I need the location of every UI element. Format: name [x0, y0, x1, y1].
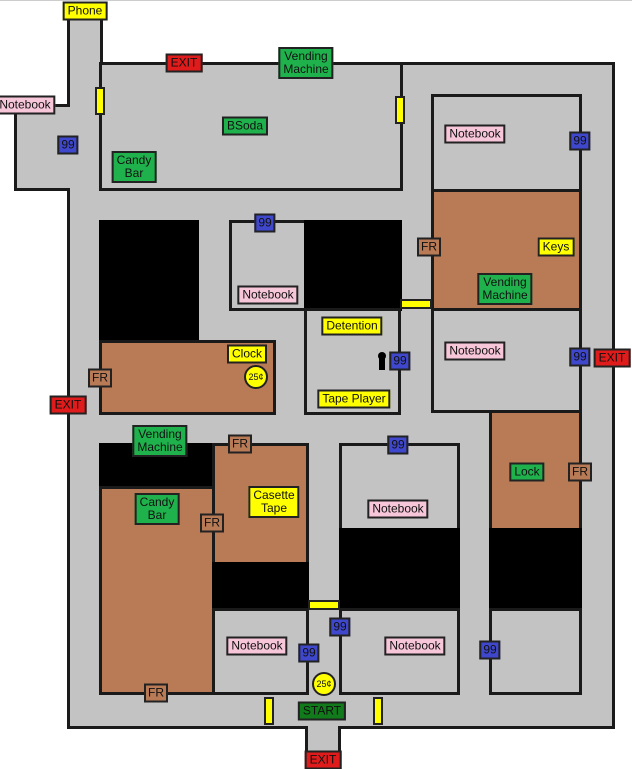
lock-99-label[interactable]: 99: [57, 135, 79, 155]
swing-door[interactable]: [95, 87, 105, 115]
vending-machine-label[interactable]: Vending Machine: [477, 273, 533, 305]
bottom-right-classroom: [489, 608, 582, 695]
notebook-label[interactable]: Notebook: [237, 285, 299, 305]
start-label[interactable]: START: [297, 701, 347, 721]
hallway-joint-top: [70, 41, 100, 81]
faculty-room-label[interactable]: FR: [568, 462, 592, 482]
right-middle-room: [431, 308, 582, 413]
faculty-room-label[interactable]: FR: [88, 368, 112, 388]
casette-tape-label[interactable]: Casette Tape: [248, 486, 300, 518]
exit-label[interactable]: EXIT: [593, 348, 631, 368]
notebook-label[interactable]: Notebook: [0, 95, 56, 115]
lock-99-label[interactable]: 99: [298, 643, 320, 663]
lock-99-label[interactable]: 99: [569, 131, 591, 151]
swing-door[interactable]: [400, 299, 432, 309]
notebook-label[interactable]: Notebook: [367, 499, 429, 519]
faculty-room-label[interactable]: FR: [200, 513, 224, 533]
tape-player-label[interactable]: Tape Player: [317, 389, 391, 409]
clock-label[interactable]: Clock: [226, 344, 268, 364]
notebook-label[interactable]: Notebook: [384, 636, 446, 656]
swing-door[interactable]: [395, 96, 405, 124]
notebook-label[interactable]: Notebook: [444, 341, 506, 361]
bsoda-label[interactable]: BSoda: [221, 116, 269, 136]
lock-99-label[interactable]: 99: [387, 435, 409, 455]
swing-door[interactable]: [264, 697, 274, 725]
vending-machine-label[interactable]: Vending Machine: [132, 425, 188, 457]
exit-label[interactable]: EXIT: [165, 53, 203, 73]
hallway-joint-bottom: [308, 716, 338, 736]
lock-99-label[interactable]: 99: [254, 213, 276, 233]
keyhole-icon: [376, 352, 388, 372]
lock-99-label[interactable]: 99: [389, 351, 411, 371]
lock-99-label[interactable]: 99: [479, 640, 501, 660]
candy-bar-label[interactable]: Candy Bar: [134, 493, 180, 525]
faculty-room-label[interactable]: FR: [228, 434, 252, 454]
lock-99-label[interactable]: 99: [569, 347, 591, 367]
coin-icon[interactable]: 25¢: [244, 365, 268, 389]
wall-block: [212, 562, 309, 611]
coin-icon[interactable]: 25¢: [312, 672, 336, 696]
wall-block: [99, 220, 199, 343]
vending-machine-label[interactable]: Vending Machine: [278, 47, 334, 79]
lock-99-label[interactable]: 99: [329, 617, 351, 637]
notebook-label[interactable]: Notebook: [444, 124, 506, 144]
exit-label[interactable]: EXIT: [304, 750, 342, 769]
detention-label[interactable]: Detention: [321, 316, 383, 336]
candy-bar-label[interactable]: Candy Bar: [111, 151, 157, 183]
faculty-room-label[interactable]: FR: [144, 683, 168, 703]
phone-label[interactable]: Phone: [62, 1, 108, 21]
exit-label[interactable]: EXIT: [49, 395, 87, 415]
keys-label[interactable]: Keys: [537, 237, 575, 257]
wall-block: [339, 528, 460, 611]
swing-door[interactable]: [373, 697, 383, 725]
lock-item-label[interactable]: Lock: [509, 462, 545, 482]
faculty-room-label[interactable]: FR: [417, 237, 441, 257]
wall-block: [304, 220, 402, 311]
wall-block: [489, 528, 582, 611]
swing-door[interactable]: [308, 600, 340, 610]
notebook-label[interactable]: Notebook: [226, 636, 288, 656]
